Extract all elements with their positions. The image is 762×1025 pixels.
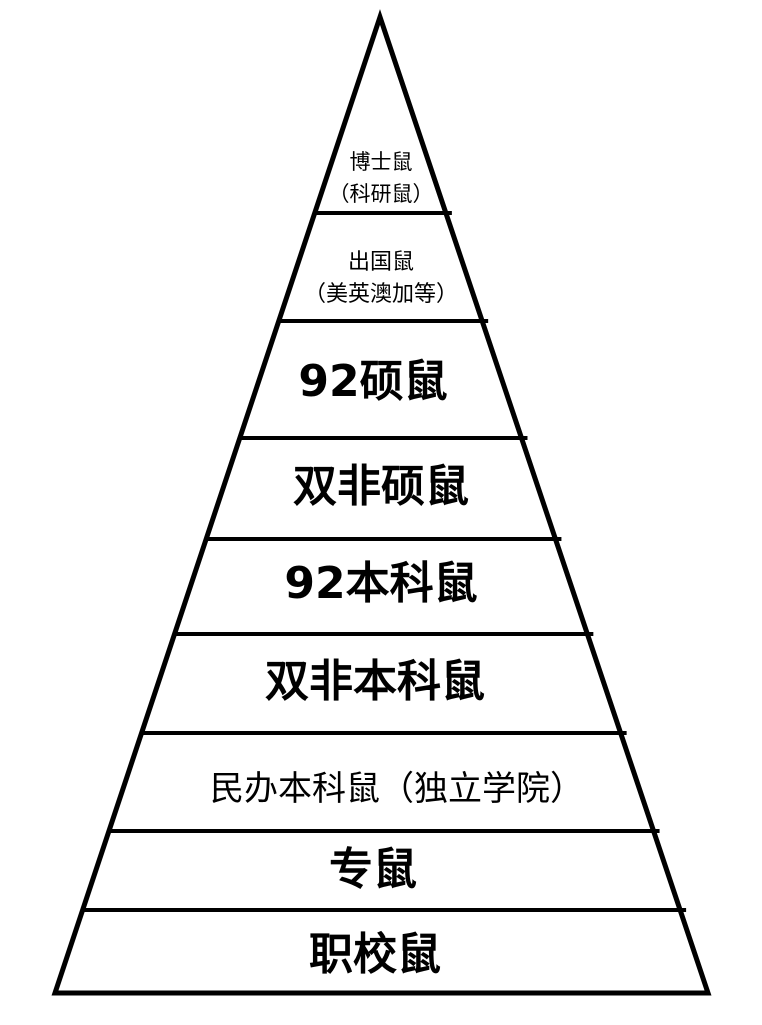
tier-5-label: 92本科鼠 [284,558,478,609]
pyramid-triangle [51,9,712,996]
tier-3-label: 92硕鼠 [298,356,448,407]
tier-1-line-2: （科研鼠） [328,182,434,206]
tier-1-line-1: 博士鼠 [349,150,413,174]
tier-2-line-1: 出国鼠 [347,250,414,275]
tier-8-label: 专鼠 [329,844,417,895]
tier-6-label: 双非本科鼠 [265,656,485,707]
tier-9-label: 职校鼠 [309,929,441,980]
tier-4-label: 双非硕鼠 [293,461,469,512]
tier-2-line-2: （美英澳加等） [303,282,458,307]
tier-7-label: 民办本科鼠（独立学院） [210,769,584,809]
